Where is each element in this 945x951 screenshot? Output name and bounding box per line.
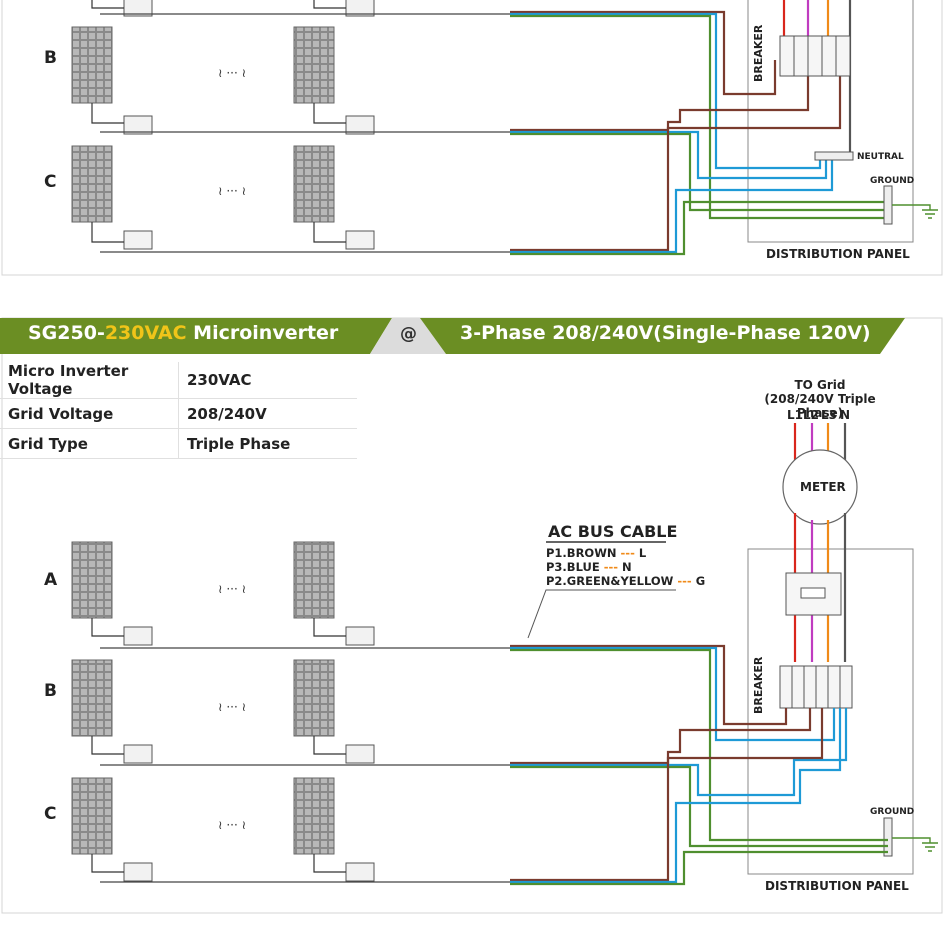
grid-subtitle: (208/240V Triple Phase) bbox=[764, 392, 876, 420]
spec-key: Grid Type bbox=[0, 428, 179, 459]
microinverter bbox=[345, 0, 375, 17]
ground-bar bbox=[883, 817, 893, 857]
line-l3: L3 bbox=[821, 408, 837, 422]
model-prefix: SG250- bbox=[28, 322, 105, 344]
row-label-c: C bbox=[44, 172, 57, 192]
solar-panel bbox=[71, 145, 113, 223]
solar-panel bbox=[293, 659, 335, 737]
bus-cable-title: AC BUS CABLE bbox=[548, 522, 678, 541]
microinverter bbox=[345, 115, 375, 135]
ground-symbol bbox=[892, 204, 938, 219]
banner-model: SG250-230VAC Microinverter bbox=[28, 322, 338, 344]
solar-panel bbox=[293, 26, 335, 104]
bottom-section bbox=[71, 423, 938, 886]
grid-title: TO Grid bbox=[794, 378, 846, 392]
breaker-label: BREAKER bbox=[752, 24, 765, 82]
microinverter bbox=[345, 230, 375, 250]
row-label-b: B bbox=[44, 48, 57, 68]
solar-panel bbox=[71, 26, 113, 104]
solar-panel bbox=[71, 541, 113, 619]
top-frame bbox=[1, 0, 943, 276]
grid-heading: TO Grid (208/240V Triple Phase) bbox=[742, 378, 898, 420]
microinverter bbox=[123, 862, 153, 882]
bus-item: P2.GREEN&YELLOW --- G bbox=[546, 574, 706, 588]
spec-value: Triple Phase bbox=[178, 428, 357, 459]
solar-panel bbox=[71, 777, 113, 855]
model-voltage: 230VAC bbox=[104, 322, 187, 344]
ellipsis: ≀ ··· ≀ bbox=[218, 818, 247, 832]
spec-key: Micro Inverter Voltage bbox=[0, 362, 179, 399]
ground-symbol bbox=[892, 837, 938, 852]
line-n: N bbox=[840, 408, 851, 422]
solar-panel bbox=[293, 777, 335, 855]
bottom-distribution-panel bbox=[747, 548, 914, 875]
microinverter bbox=[345, 626, 375, 646]
row-label-a: A bbox=[44, 570, 58, 590]
banner-grid: 3-Phase 208/240V(Single-Phase 120V) bbox=[460, 322, 871, 344]
neutral-label: NEUTRAL bbox=[857, 152, 904, 162]
meter-label: METER bbox=[800, 480, 846, 494]
panel-label: DISTRIBUTION PANEL bbox=[766, 247, 910, 261]
ellipsis: ≀ ··· ≀ bbox=[218, 66, 247, 80]
ground-label: GROUND bbox=[870, 176, 915, 186]
line-l1: L1 bbox=[787, 408, 803, 422]
model-suffix: Microinverter bbox=[186, 322, 339, 344]
ellipsis: ≀ ··· ≀ bbox=[218, 184, 247, 198]
solar-panel bbox=[71, 659, 113, 737]
microinverter bbox=[123, 744, 153, 764]
microinverter bbox=[345, 744, 375, 764]
ground-label: GROUND bbox=[870, 807, 915, 817]
solar-panel bbox=[293, 541, 335, 619]
microinverter bbox=[123, 230, 153, 250]
spec-value: 208/240V bbox=[178, 398, 357, 429]
microinverter bbox=[123, 626, 153, 646]
banner-shapes bbox=[0, 318, 905, 354]
microinverter bbox=[123, 115, 153, 135]
breaker-label: BREAKER bbox=[752, 656, 765, 714]
contactor bbox=[785, 572, 842, 616]
neutral-bar bbox=[814, 151, 854, 161]
ellipsis: ≀ ··· ≀ bbox=[218, 700, 247, 714]
row-label-c: C bbox=[44, 804, 57, 824]
bus-cable-list: P1.BROWN --- L P3.BLUE --- N P2.GREEN&YE… bbox=[546, 546, 705, 588]
top-distribution-panel bbox=[747, 0, 914, 243]
meter-circle bbox=[782, 449, 858, 525]
row-label-b: B bbox=[44, 681, 57, 701]
bus-item: P3.BLUE --- N bbox=[546, 560, 632, 574]
banner-at: @ bbox=[400, 324, 417, 344]
spec-key: Grid Voltage bbox=[0, 398, 179, 429]
spec-value: 230VAC bbox=[178, 362, 357, 399]
line-l2: L2 bbox=[803, 408, 819, 422]
microinverter bbox=[345, 862, 375, 882]
solar-panel bbox=[293, 145, 335, 223]
bus-item: P1.BROWN --- L bbox=[546, 546, 647, 560]
ellipsis: ≀ ··· ≀ bbox=[218, 582, 247, 596]
microinverter bbox=[123, 0, 153, 17]
panel-label: DISTRIBUTION PANEL bbox=[765, 879, 909, 893]
top-section bbox=[71, 0, 938, 256]
ground-bar bbox=[883, 185, 893, 225]
